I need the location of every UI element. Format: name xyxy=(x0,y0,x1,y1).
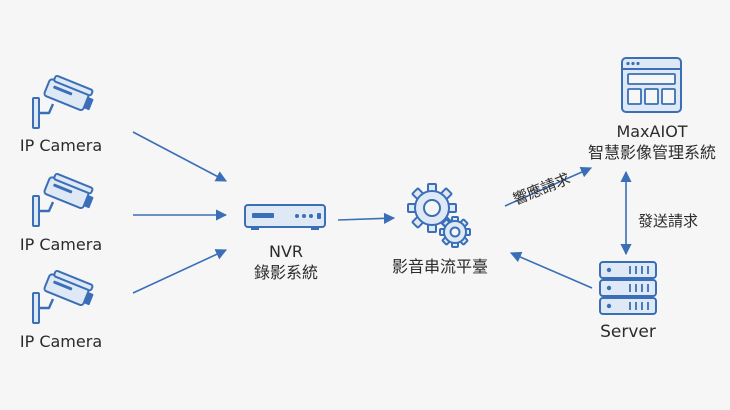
edge-platform-maxaiot xyxy=(504,166,593,207)
camera-1-icon xyxy=(31,72,98,130)
camera-2-icon xyxy=(31,170,98,228)
edge-camera1-nvr xyxy=(132,131,227,182)
gears-icon xyxy=(407,183,471,248)
edge-server-platform xyxy=(509,251,593,289)
maxaiot-title: MaxAIOT xyxy=(616,122,688,141)
camera-2-label: IP Camera xyxy=(19,235,103,254)
maxaiot-subtitle: 智慧影像管理系統 xyxy=(587,143,717,162)
platform-label: 影音串流平臺 xyxy=(391,257,489,276)
nvr-subtitle: 錄影系統 xyxy=(253,263,319,282)
camera-3-label: IP Camera xyxy=(19,332,103,351)
server-label: Server xyxy=(600,322,656,342)
edge-nvr-platform xyxy=(337,212,396,224)
maxaiot-window-icon xyxy=(621,57,682,113)
edge-camera3-nvr xyxy=(132,249,228,294)
edge-label-request: 發送請求 xyxy=(638,212,699,230)
camera-1-label: IP Camera xyxy=(19,136,103,155)
server-icon xyxy=(599,261,657,315)
nvr-title: NVR xyxy=(268,242,304,261)
nvr-icon xyxy=(244,204,326,230)
camera-3-icon xyxy=(31,267,98,325)
